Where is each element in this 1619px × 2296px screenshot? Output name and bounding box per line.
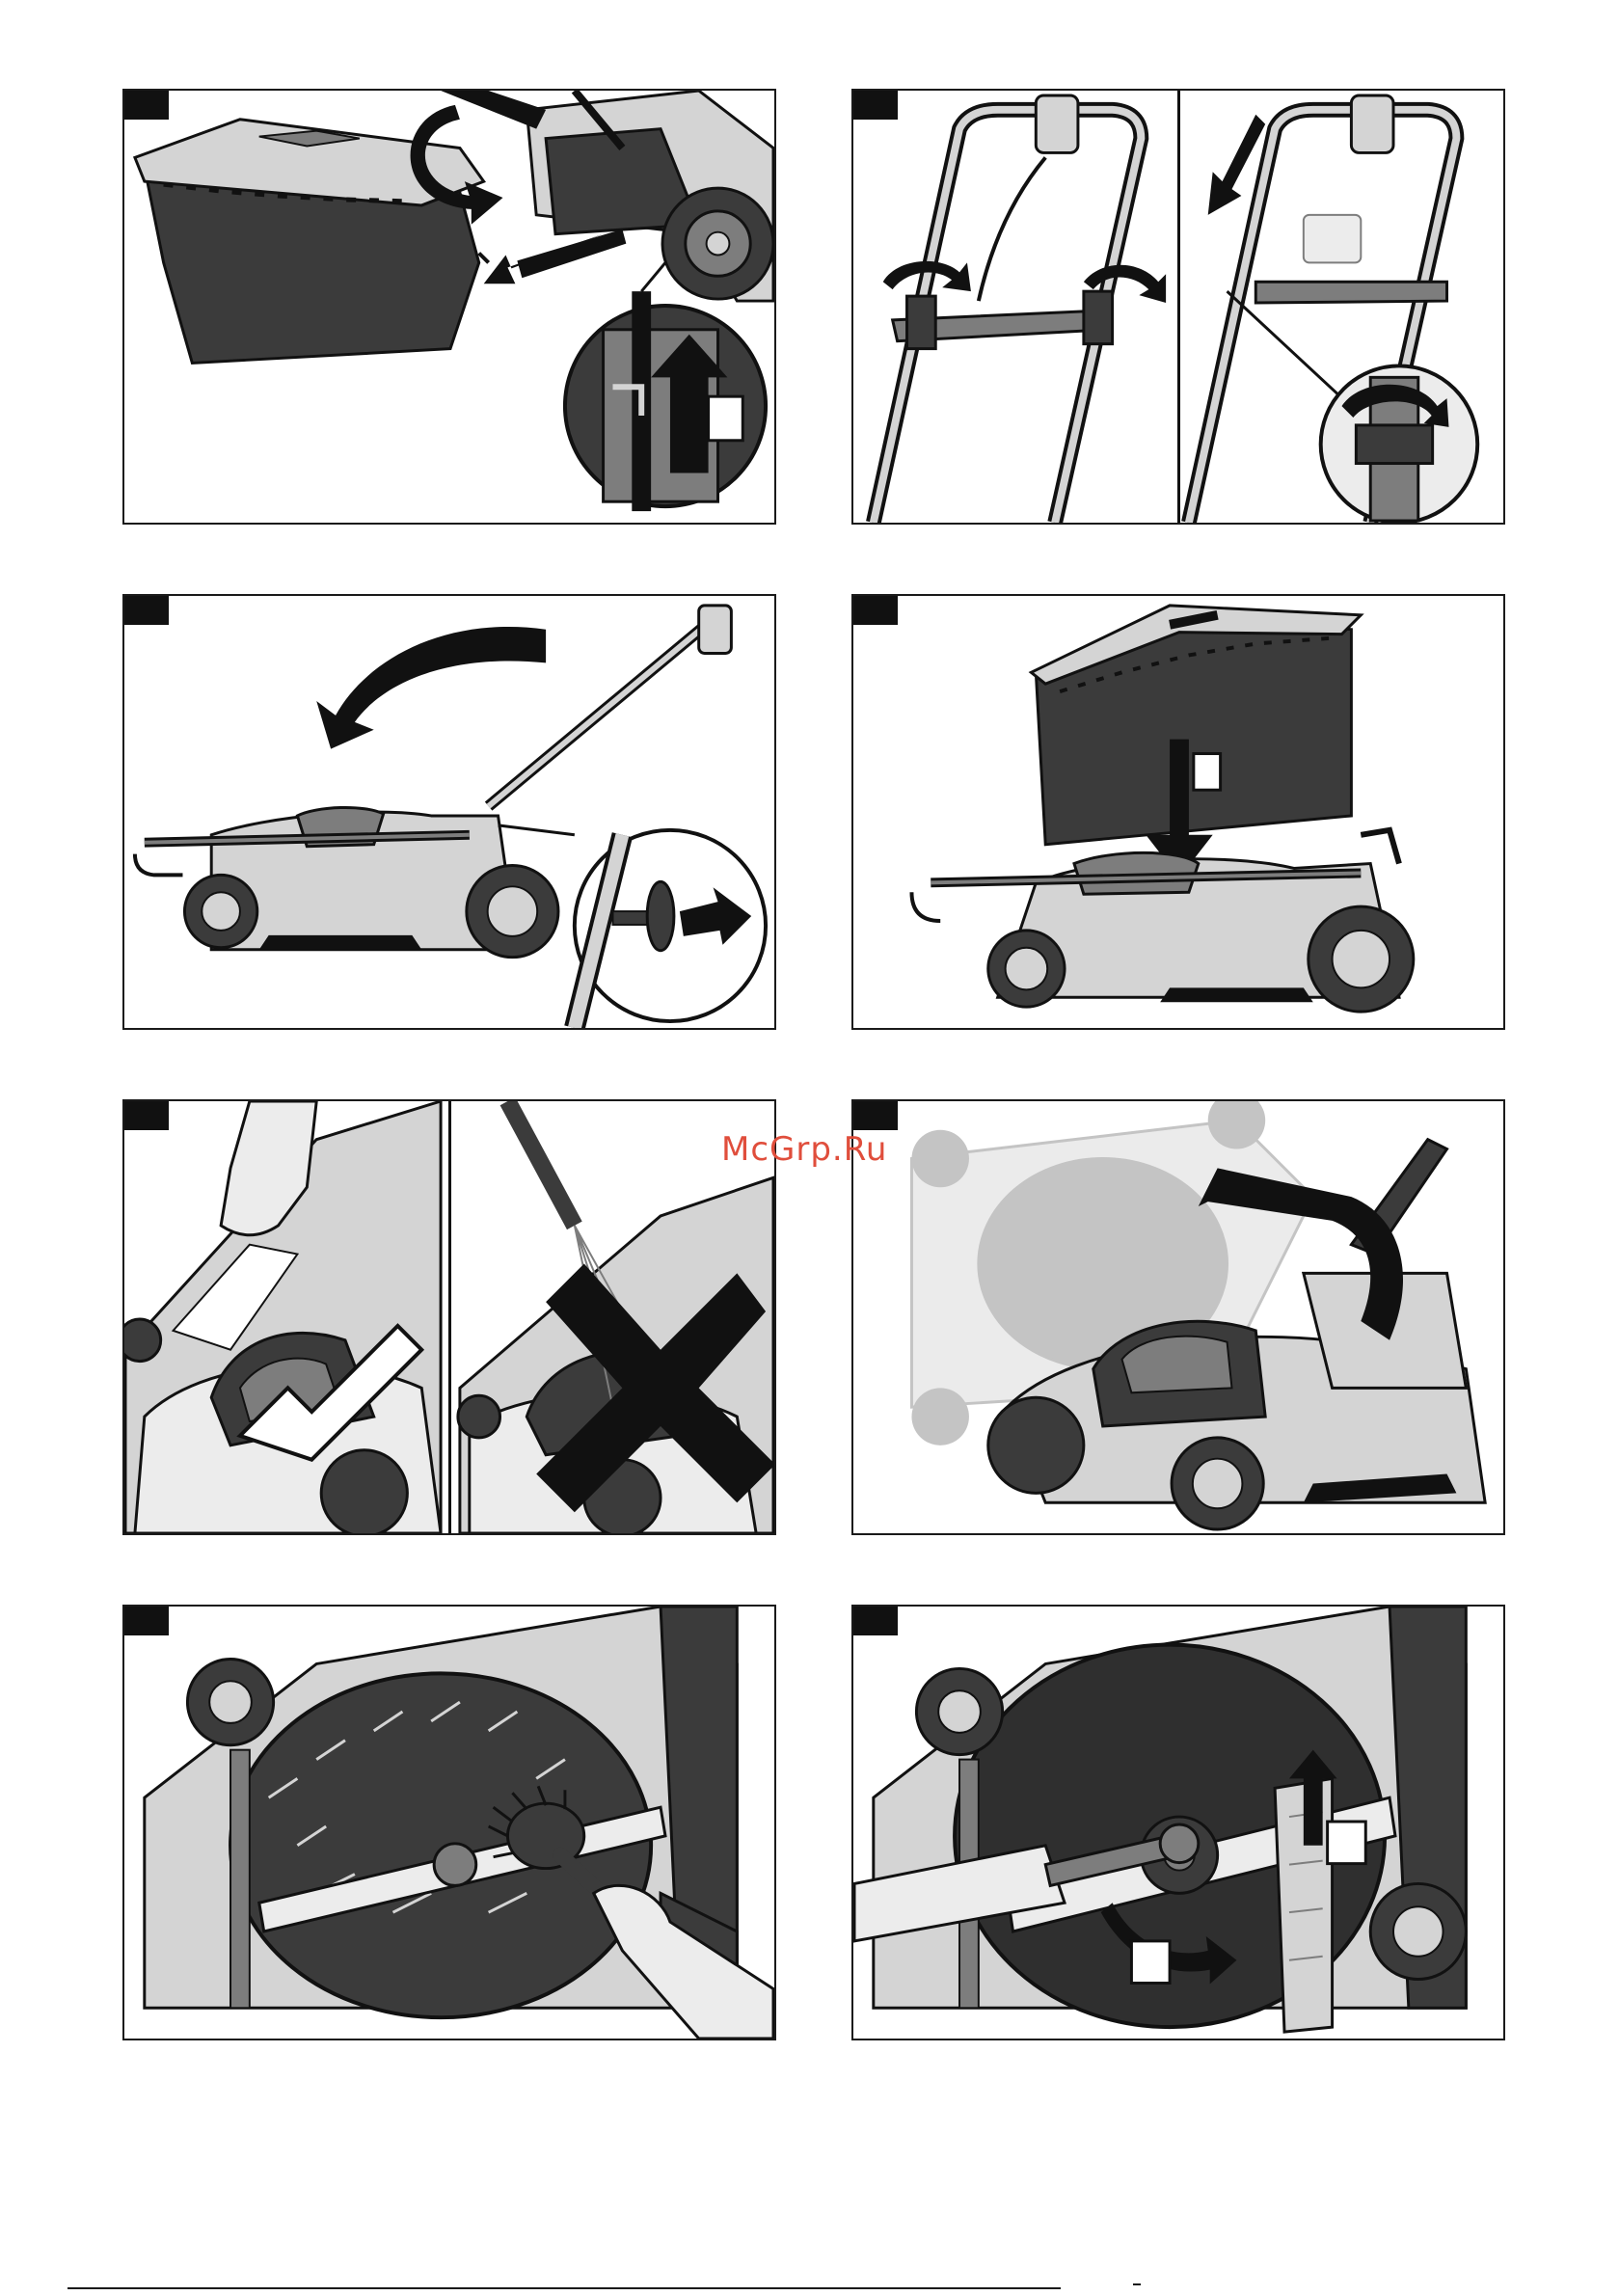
fold-handle-illustration: [124, 596, 774, 1028]
panel-divider: [1177, 91, 1180, 523]
curved-arrow-icon: [316, 627, 546, 749]
footer-rule: [67, 2287, 1061, 2289]
grass-box-removal-illustration: [124, 91, 774, 523]
mower-side-icon: [911, 830, 1413, 1012]
panel-number-tag: [124, 1101, 169, 1130]
panel-grass-box-removal: [122, 89, 776, 525]
blade-removal-illustration: [853, 1607, 1503, 2039]
panel-number-tag: [853, 1101, 898, 1130]
panel-fold-handle: [122, 594, 776, 1030]
panel-brush-deck: [122, 1605, 776, 2040]
grass-box-icon: [1031, 606, 1361, 845]
panel-cleaning-do-dont: [122, 1099, 776, 1535]
panel-number-tag: [853, 1607, 898, 1635]
watermark-text: McGrp.Ru: [721, 1130, 887, 1169]
panel-number-tag: [853, 596, 898, 625]
panel-number-tag: [124, 1607, 169, 1635]
grass-box-icon: [135, 120, 489, 364]
panel-handle-adjustment: [851, 89, 1505, 525]
panel-number-tag: [124, 596, 169, 625]
brush-deck-illustration: [124, 1607, 774, 2039]
magnifier-inset-icon: [1228, 291, 1478, 523]
handle-frame-icon: [874, 95, 1142, 523]
panel-blade-removal: [851, 1605, 1505, 2040]
panel-divider: [448, 1101, 451, 1533]
panel-grass-box-attach: [851, 594, 1505, 1030]
panel-number-tag: [124, 91, 169, 120]
grass-box-attach-illustration: [853, 596, 1503, 1028]
tilt-mower-illustration: [853, 1101, 1503, 1533]
panel-number-tag: [853, 91, 898, 120]
panel-tilt-mower: [851, 1099, 1505, 1535]
footer-tick: [1133, 2283, 1141, 2285]
